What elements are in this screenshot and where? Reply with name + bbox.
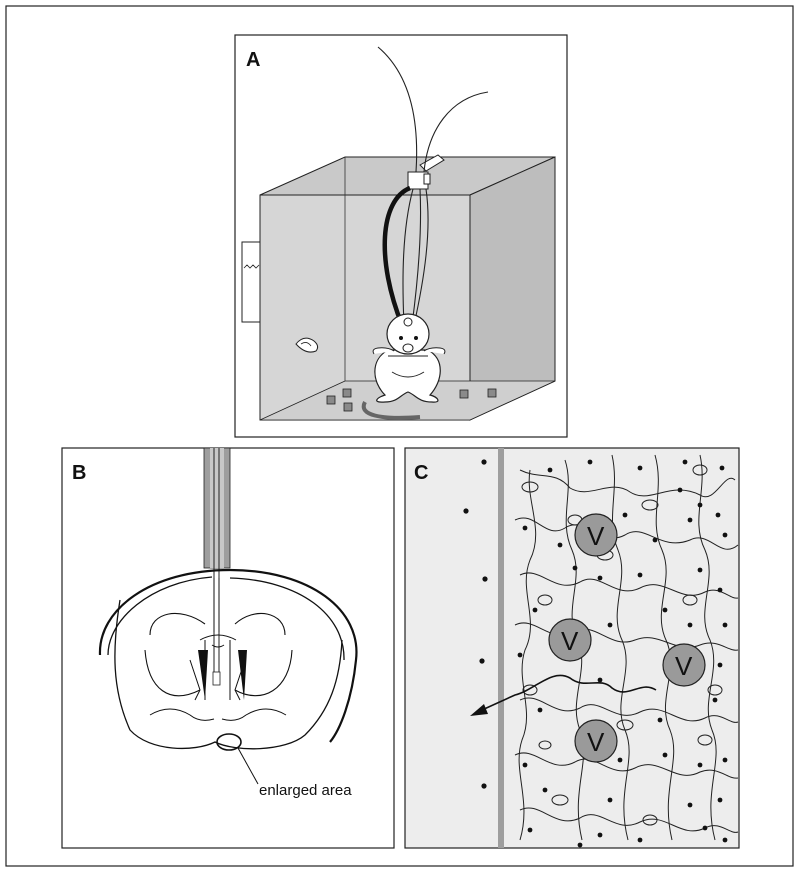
panel-a: A xyxy=(234,34,568,438)
annotation-leader xyxy=(237,747,259,785)
brain-section-icon xyxy=(98,568,358,751)
water-bottle-icon xyxy=(241,241,261,323)
membrane-line xyxy=(498,448,504,848)
rat-icon xyxy=(361,313,446,420)
ventricle-right xyxy=(238,650,247,700)
panel-c-letter: C xyxy=(414,462,428,484)
arrow-icon xyxy=(470,674,657,716)
cube-cage-icon xyxy=(259,156,556,421)
tubing-icon xyxy=(377,46,489,326)
enlarged-area-label: enlarged area xyxy=(259,782,352,799)
floor-blocks xyxy=(326,388,497,412)
vessel-label-1: V xyxy=(587,521,605,551)
thick-cable xyxy=(382,185,412,326)
dots-left xyxy=(463,459,488,789)
probe-icon xyxy=(203,447,231,686)
panel-a-letter: A xyxy=(246,49,260,71)
swivel-icon xyxy=(407,154,445,190)
panel-b-letter: B xyxy=(72,462,86,484)
ventricle-left xyxy=(198,650,208,700)
vessel-icon xyxy=(548,513,706,763)
vessel-label-2: V xyxy=(561,626,579,656)
vessel-label-4: V xyxy=(587,727,605,757)
panel-b: B enlarged area xyxy=(61,447,395,849)
dots-right xyxy=(517,459,728,848)
panel-c: C xyxy=(404,447,740,849)
food-pellet-icon xyxy=(295,337,319,353)
vessel-label-3: V xyxy=(675,651,693,681)
